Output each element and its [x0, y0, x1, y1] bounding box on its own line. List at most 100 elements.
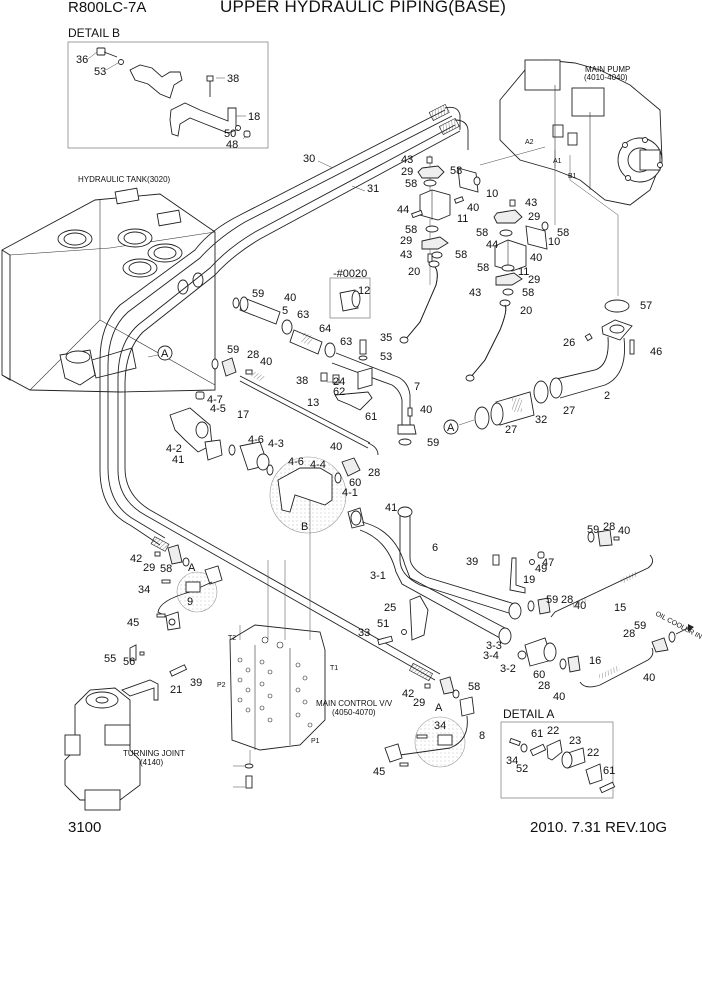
part-label: 41 — [172, 454, 184, 466]
hydraulic-tank: HYDRAULIC TANK(3020) A — [1, 175, 216, 393]
part-label: 23 — [569, 735, 581, 747]
oil-cooler-label: OIL COOLER IN — [654, 611, 702, 641]
part-label: 59 — [227, 344, 239, 356]
long-hose-assembly: 30 31 — [99, 103, 469, 682]
model-number: R800LC-7A — [68, 0, 147, 16]
detail-b-title: DETAIL B — [68, 26, 120, 40]
part-label: 40 — [284, 292, 296, 304]
part-label: 51 — [377, 618, 389, 630]
part-label: 41 — [385, 502, 397, 514]
part-label: 61 — [603, 765, 615, 777]
port-t2-label: T2 — [228, 635, 236, 642]
port-a2-label: A2 — [525, 139, 534, 146]
part-label: 63 — [340, 336, 352, 348]
part-label: 34 — [138, 584, 150, 596]
part-label: 58 — [468, 681, 480, 693]
pipe-9-assembly: 42 29 58 A 34 9 45 56 55 39 21 — [104, 544, 223, 701]
part-label: 33 — [358, 627, 370, 639]
bolt-icon — [206, 75, 214, 82]
part-label: 59 — [427, 437, 439, 449]
part-label: 39 — [190, 677, 202, 689]
part-label: 58 — [557, 227, 569, 239]
part-label: 19 — [523, 574, 535, 586]
part-label: 9 — [187, 596, 193, 608]
suction-pipe-assembly: A 57 26 46 2 27 32 27 — [443, 299, 662, 436]
pipe-8-assembly: 42 29 58 A 34 8 45 — [373, 676, 485, 778]
part-label: 39 — [466, 556, 478, 568]
part-label: 47 — [542, 557, 554, 569]
part-label: 36 — [76, 54, 88, 66]
detail-a-callout[interactable]: A — [435, 702, 443, 714]
part-label: 60 — [533, 669, 545, 681]
part-label: 49 — [535, 563, 547, 575]
part-label: 6 — [432, 542, 438, 554]
part-label: 3-3 — [486, 640, 502, 652]
part-label: 48 — [226, 139, 238, 151]
detail-a-callout[interactable]: A — [188, 562, 196, 574]
svg-text:A: A — [447, 422, 455, 434]
return-pipe-assembly: -#0020 59 40 5 63 64 63 35 53 12 — [232, 268, 417, 446]
detail-b-panel: DETAIL B 36 53 38 — [67, 26, 269, 151]
port-p2-label: P2 — [217, 682, 226, 689]
part-label: 4-6 — [248, 434, 264, 446]
part-label: 60 — [349, 477, 361, 489]
part-label: 3-1 — [370, 570, 386, 582]
callout-b-marker[interactable]: B — [301, 521, 308, 533]
part-label: 56 — [123, 656, 135, 668]
part-label: 29 — [401, 166, 413, 178]
callout-a-marker[interactable] — [157, 345, 173, 361]
part-label: 31 — [367, 183, 379, 195]
callout-a-marker[interactable] — [443, 419, 459, 435]
part-label: 3-4 — [483, 650, 499, 662]
turning-joint-label: TURNING JOINT — [123, 749, 185, 758]
part-label: 22 — [587, 747, 599, 759]
part-label: 40 — [643, 672, 655, 684]
part-label: 28 — [623, 628, 635, 640]
part-label: 29 — [528, 211, 540, 223]
part-label: 38 — [296, 375, 308, 387]
flange-block-assembly-left: 43 29 58 58 10 44 11 40 58 29 43 58 20 — [397, 154, 498, 344]
part-label: 58 — [405, 224, 417, 236]
part-label: 11 — [518, 266, 529, 278]
part-label: 29 — [413, 697, 425, 709]
nut-icon — [243, 130, 251, 138]
part-label: 42 — [130, 553, 142, 565]
port-b1-label: B1 — [568, 173, 577, 180]
part-label: 40 — [618, 525, 630, 537]
part-label: 40 — [553, 691, 565, 703]
part-label: 50 — [224, 128, 236, 140]
part-label: 40 — [467, 202, 479, 214]
part-label: 29 — [143, 562, 155, 574]
kit-frame — [329, 277, 371, 319]
part-label: 40 — [420, 404, 432, 416]
part-label: 58 — [450, 165, 462, 177]
page-number: 3100 — [68, 819, 102, 836]
washer-icon — [118, 59, 124, 65]
part-label: 52 — [516, 763, 528, 775]
part-label: 28 — [247, 349, 259, 361]
main-control-valve: T2 T1 P2 P1 MAIN CONTROL V/V (4050-4070) — [217, 500, 393, 789]
part-label: 25 — [384, 602, 396, 614]
detail-a-panel: DETAIL A 61 22 23 22 61 34 52 — [500, 707, 615, 799]
part-label: 58 — [477, 262, 489, 274]
kit-label: -#0020 — [333, 268, 367, 280]
part-label: 58 — [455, 249, 467, 261]
port-p1-label: P1 — [311, 738, 320, 745]
part-label: 59 — [546, 594, 558, 606]
part-label: 63 — [297, 309, 309, 321]
part-label: 24 — [333, 376, 345, 388]
part-label: 43 — [401, 154, 413, 166]
part-label: 4-6 — [288, 456, 304, 468]
port-t1-label: T1 — [330, 665, 338, 672]
washer-icon — [235, 125, 241, 131]
part-label: 34 — [434, 720, 446, 732]
part-label: 17 — [237, 409, 249, 421]
hose-17-assembly: 59 28 40 38 24 62 7 13 61 17 40 59 — [211, 344, 439, 456]
pipe-3-and-6-assembly: 41 6 3-1 39 19 49 47 25 51 33 3-3 3-4 3-… — [347, 502, 565, 703]
part-label: 13 — [307, 397, 319, 409]
part-label: 2 — [604, 390, 610, 402]
part-label: 4-5 — [210, 403, 226, 415]
part-label: 20 — [520, 305, 532, 317]
